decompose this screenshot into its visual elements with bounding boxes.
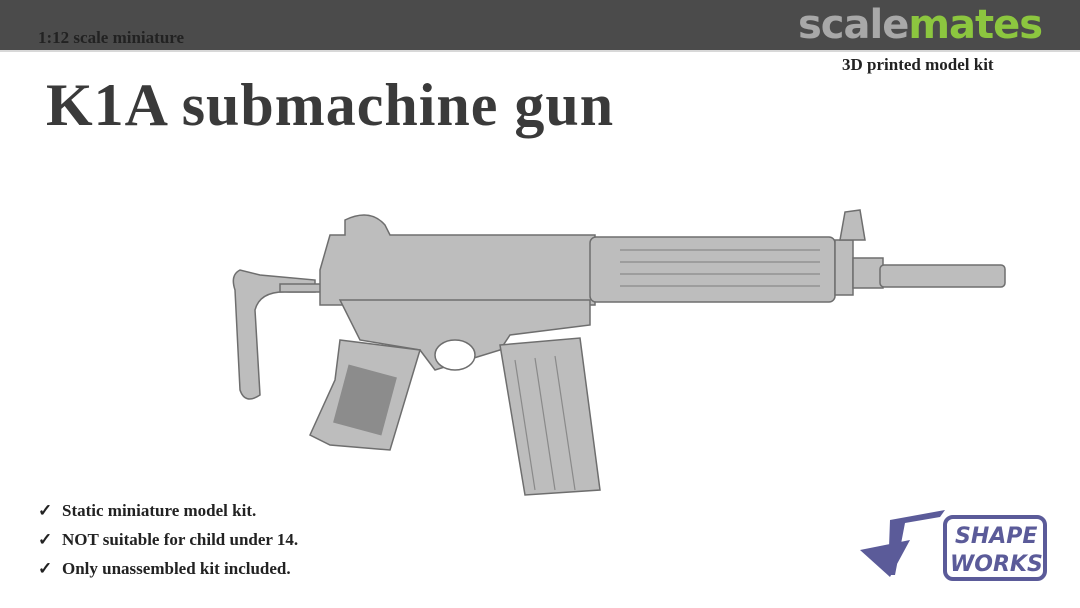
- feature-item: ✓ Only unassembled kit included.: [38, 558, 298, 587]
- checkmark-icon: ✓: [38, 559, 53, 578]
- feature-item: ✓ NOT suitable for child under 14.: [38, 529, 298, 558]
- checkmark-icon: ✓: [38, 501, 53, 520]
- gun-model-image: [232, 209, 1006, 496]
- feature-item: ✓ Static miniature model kit.: [38, 500, 298, 529]
- feature-text: Only unassembled kit included.: [62, 559, 291, 578]
- watermark-part1: scale: [798, 2, 909, 48]
- kit-type-label: 3D printed model kit: [842, 55, 994, 74]
- header-bar: [0, 0, 1080, 50]
- header-divider: [0, 50, 1080, 52]
- feature-text: NOT suitable for child under 14.: [62, 530, 299, 549]
- logo-line2: WORKS: [950, 552, 1043, 577]
- logo-line1: SHAPE: [955, 524, 1037, 549]
- scale-label: 1:12 scale miniature: [38, 28, 185, 47]
- feature-list: ✓ Static miniature model kit. ✓ NOT suitab…: [38, 500, 298, 587]
- shape-works-logo: SHAPE WORKS: [860, 510, 1047, 581]
- checkmark-icon: ✓: [38, 530, 53, 549]
- scalemates-watermark: scalemates: [798, 2, 1043, 48]
- feature-text: Static miniature model kit.: [62, 501, 257, 520]
- page-title: K1A submachine gun: [46, 72, 615, 138]
- watermark-part2: mates: [908, 2, 1043, 48]
